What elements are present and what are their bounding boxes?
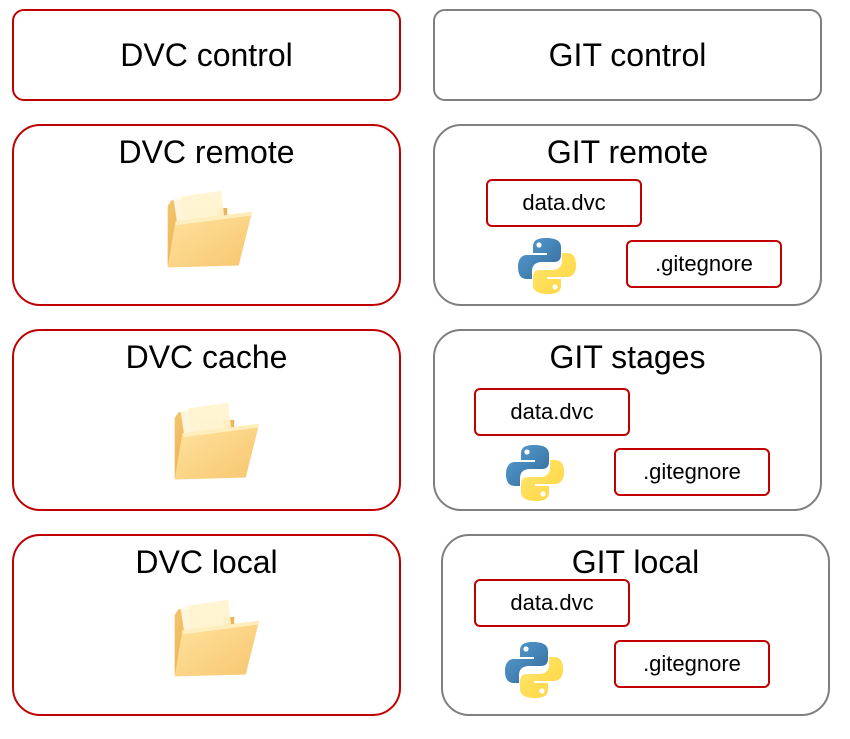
git-stages-panel: GIT stages data.dvc .gitegnore — [433, 329, 822, 511]
data-dvc-file-label: data.dvc — [510, 399, 594, 424]
dvc-local-label: DVC local — [135, 544, 278, 580]
dvc-control-box: DVC control — [12, 9, 401, 101]
git-local-panel: GIT local data.dvc .gitegnore — [441, 534, 830, 716]
dvc-remote-panel: DVC remote — [12, 124, 401, 306]
dvc-cache-label: DVC cache — [125, 339, 288, 375]
git-stages-label: GIT stages — [549, 339, 706, 375]
gitignore-file: .gitegnore — [614, 640, 770, 688]
folder-icon — [167, 600, 263, 680]
python-icon — [505, 443, 565, 503]
dvc-remote-label: DVC remote — [118, 134, 295, 170]
data-dvc-file: data.dvc — [474, 388, 630, 436]
git-control-box: GIT control — [433, 9, 822, 101]
gitignore-file-label: .gitegnore — [643, 651, 741, 676]
gitignore-file: .gitegnore — [626, 240, 782, 288]
git-local-label: GIT local — [571, 544, 700, 580]
python-icon — [504, 640, 564, 700]
dvc-control-label: DVC control — [120, 36, 293, 73]
data-dvc-file-label: data.dvc — [510, 590, 594, 615]
folder-icon — [160, 191, 256, 271]
data-dvc-file-label: data.dvc — [522, 190, 606, 215]
folder-icon — [167, 403, 263, 483]
gitignore-file-label: .gitegnore — [643, 459, 741, 484]
python-icon — [517, 236, 577, 296]
git-remote-panel: GIT remote data.dvc .gitegnore — [433, 124, 822, 306]
git-control-label: GIT control — [548, 36, 707, 73]
data-dvc-file: data.dvc — [486, 179, 642, 227]
data-dvc-file: data.dvc — [474, 579, 630, 627]
gitignore-file-label: .gitegnore — [655, 251, 753, 276]
gitignore-file: .gitegnore — [614, 448, 770, 496]
dvc-cache-panel: DVC cache — [12, 329, 401, 511]
git-remote-label: GIT remote — [546, 134, 709, 170]
dvc-local-panel: DVC local — [12, 534, 401, 716]
